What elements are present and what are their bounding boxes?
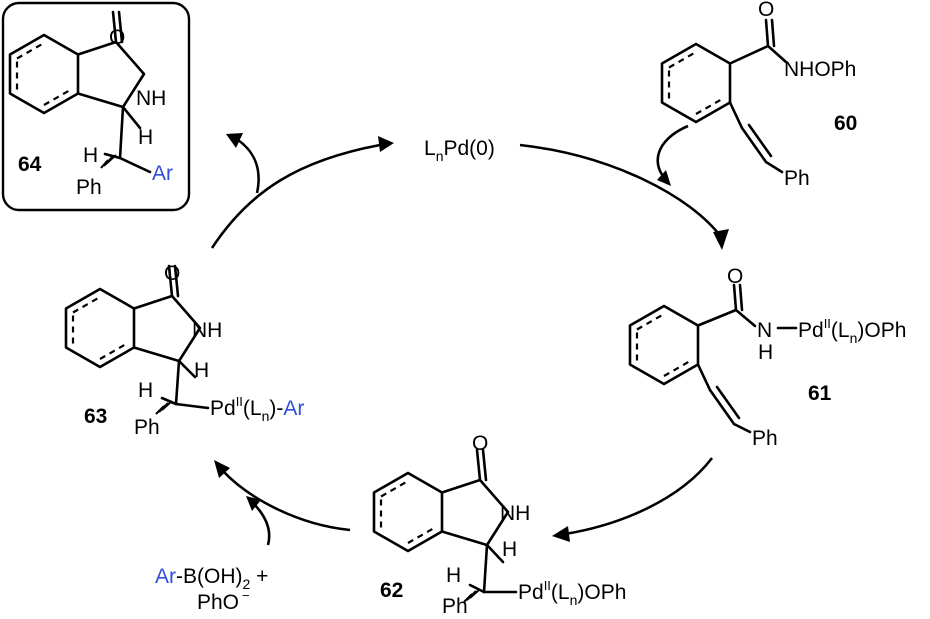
cycle-arrow-bottom-left — [214, 460, 351, 532]
cycle-arrow-right-bottom — [552, 457, 714, 542]
intermediate-63-h-benzylic: H — [138, 379, 153, 402]
arrow-reagents-entering — [246, 496, 271, 546]
intermediate-63-nh: NH — [192, 319, 222, 342]
intermediate-61-h: H — [758, 341, 773, 364]
substrate-60-amide: NHOPh — [784, 58, 856, 81]
product-64-oxygen: O — [109, 26, 125, 49]
catalyst-label: LnPd(0) — [424, 137, 495, 164]
cycle-arrow-top-right — [519, 143, 729, 250]
intermediate-62-oxygen: O — [472, 432, 488, 455]
intermediate-61-pd-complex: PdII(Ln)OPh — [798, 316, 906, 346]
intermediate-62-nh: NH — [500, 502, 530, 525]
reagent-arylboronic-acid: Ar-B(OH)2 + — [155, 565, 268, 592]
product-64-h-benzylic: H — [83, 144, 98, 167]
compound-number-64: 64 — [18, 153, 42, 176]
product-64-box — [1, 1, 191, 212]
product-64-structure — [10, 12, 152, 174]
cycle-arrow-left-top — [210, 136, 394, 249]
substrate-60-ph: Ph — [784, 167, 810, 190]
compound-number-61: 61 — [808, 382, 832, 405]
intermediate-62-h-ring: H — [502, 538, 517, 561]
intermediate-63-pd-complex: PdII(Ln)-Ar — [210, 394, 304, 424]
intermediate-62-ph: Ph — [442, 595, 468, 618]
compound-number-63: 63 — [84, 405, 107, 428]
intermediate-61-structure — [628, 283, 798, 434]
product-64-nh: NH — [136, 87, 166, 110]
intermediate-61-ph: Ph — [752, 427, 778, 450]
product-64-ar: Ar — [152, 162, 173, 185]
product-64-ph: Ph — [76, 176, 102, 199]
intermediate-62-pd-complex: PdII(Ln)OPh — [518, 578, 626, 608]
intermediate-63-oxygen: O — [164, 262, 180, 285]
compound-number-62: 62 — [380, 579, 403, 602]
compound-number-60: 60 — [834, 112, 857, 135]
substrate-60-oxygen: O — [758, 0, 774, 21]
intermediate-61-oxygen: O — [727, 265, 743, 288]
intermediate-62-h-benzylic: H — [446, 564, 461, 587]
arrow-60-entering — [656, 124, 689, 186]
product-64-h-ring: H — [138, 126, 153, 149]
intermediate-63-structure — [66, 266, 210, 415]
intermediate-62-structure — [374, 450, 518, 603]
intermediate-63-ph: Ph — [134, 416, 160, 439]
intermediate-63-h-ring: H — [194, 359, 209, 382]
reagent-phenoxide: PhO− — [197, 588, 250, 614]
arrow-64-release — [226, 133, 260, 194]
intermediate-61-nitrogen: N — [757, 319, 772, 342]
substrate-60-structure — [660, 18, 788, 174]
